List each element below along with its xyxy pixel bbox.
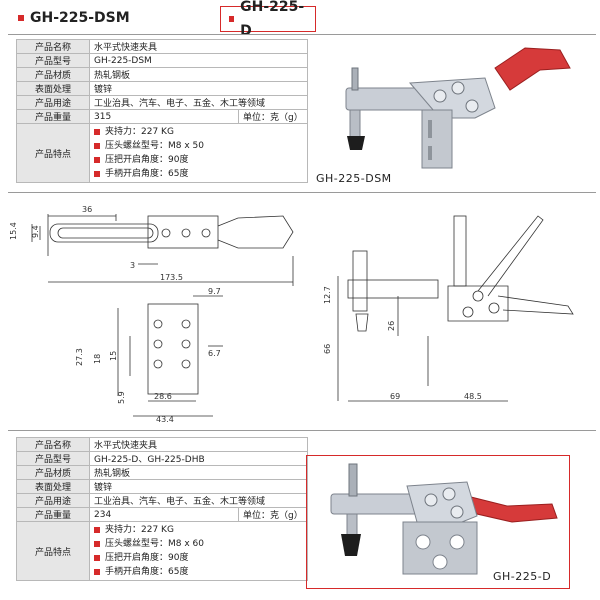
photo-caption: GH-225-D: [493, 570, 552, 583]
clamp-illustration-d: [330, 463, 558, 575]
dim-36: 36: [82, 205, 92, 214]
divider: [8, 34, 596, 35]
bullet-icon: [94, 156, 100, 163]
bullet-icon: [229, 16, 235, 22]
dim-27-3: 27.3: [75, 348, 84, 366]
row-value: 工业治具、汽车、电子、五金、木工等领域: [89, 95, 308, 110]
weight-value: 315: [89, 109, 239, 124]
bullet-icon: [94, 128, 100, 135]
tab-label: GH-225-D: [240, 0, 305, 39]
features-label: 产品特点: [16, 521, 90, 581]
row-label: 产品型号: [16, 451, 90, 466]
product-photo-dsm: GH-225-DSM: [310, 38, 590, 188]
feature-item: 压头螺丝型号：M8 x 60: [94, 537, 303, 551]
row-value: 热轧钢板: [89, 465, 308, 480]
dim-9-4: 9.4: [31, 225, 40, 238]
dim-9-7: 9.7: [208, 287, 221, 296]
weight-label: 产品重量: [16, 109, 90, 124]
feature-item: 压把开启角度：90度: [94, 153, 303, 167]
row-label: 产品名称: [16, 437, 90, 452]
dim-48-5: 48.5: [464, 392, 482, 401]
dim-5-9: 5.9: [117, 391, 126, 404]
dim-43-4: 43.4: [156, 415, 174, 424]
features-list: 夹持力：227 KG 压头螺丝型号：M8 x 50 压把开启角度：90度 手柄开…: [89, 123, 308, 183]
weight-value: 234: [89, 507, 239, 522]
dim-173-5: 173.5: [160, 273, 183, 282]
photo-caption: GH-225-DSM: [316, 172, 392, 185]
feature-item: 手柄开启角度：65度: [94, 167, 303, 181]
dim-28-6: 28.6: [154, 392, 172, 401]
features-list: 夹持力：227 KG 压头螺丝型号：M8 x 60 压把开启角度：90度 手柄开…: [89, 521, 308, 581]
divider: [8, 430, 596, 431]
row-label: 产品材质: [16, 67, 90, 82]
row-value: 镀锌: [89, 81, 308, 96]
row-value: 镀锌: [89, 479, 308, 494]
product-photo-d: GH-225-D: [306, 455, 570, 589]
row-label: 产品材质: [16, 465, 90, 480]
weight-label: 产品重量: [16, 507, 90, 522]
feature-item: 夹持力：227 KG: [94, 523, 303, 537]
row-label: 表面处理: [16, 479, 90, 494]
row-value: GH-225-DSM: [89, 53, 308, 68]
dim-66: 66: [323, 344, 332, 354]
dim-12-7: 12.7: [323, 286, 332, 304]
tab-gh-225-d[interactable]: GH-225-D: [220, 0, 316, 39]
weight-unit: 单位：克（g）: [238, 109, 308, 124]
feature-item: 压把开启角度：90度: [94, 551, 303, 565]
dim-15-4: 15.4: [9, 222, 18, 240]
tab-label: GH-225-DSM: [30, 10, 130, 26]
bullet-icon: [94, 526, 100, 533]
dim-18: 18: [93, 354, 102, 364]
row-value: 工业治具、汽车、电子、五金、木工等领域: [89, 493, 308, 508]
tab-gh-225-dsm[interactable]: GH-225-DSM: [18, 6, 130, 30]
weight-unit: 单位：克（g）: [238, 507, 308, 522]
row-label: 产品型号: [16, 53, 90, 68]
bullet-icon: [18, 15, 24, 21]
clamp-illustration-dsm: [345, 47, 571, 169]
dim-69: 69: [390, 392, 400, 401]
bullet-icon: [94, 554, 100, 561]
bullet-icon: [94, 170, 100, 177]
bullet-icon: [94, 142, 100, 149]
feature-item: 手柄开启角度：65度: [94, 565, 303, 579]
dim-6-7: 6.7: [208, 349, 221, 358]
row-value: 水平式快速夹具: [89, 39, 308, 54]
dim-26: 26: [387, 321, 396, 331]
feature-item: 夹持力：227 KG: [94, 125, 303, 139]
divider: [8, 192, 596, 193]
row-value: 热轧钢板: [89, 67, 308, 82]
dim-15: 15: [109, 351, 118, 361]
dim-3: 3: [130, 261, 135, 270]
row-label: 产品名称: [16, 39, 90, 54]
row-value: GH-225-D、GH-225-DHB: [89, 451, 308, 466]
row-value: 水平式快速夹具: [89, 437, 308, 452]
row-label: 表面处理: [16, 81, 90, 96]
feature-item: 压头螺丝型号：M8 x 50: [94, 139, 303, 153]
bullet-icon: [94, 540, 100, 547]
bullet-icon: [94, 568, 100, 575]
row-label: 产品用途: [16, 95, 90, 110]
row-label: 产品用途: [16, 493, 90, 508]
features-label: 产品特点: [16, 123, 90, 183]
technical-drawing: 36 15.4 9.4 3 173.5 9.7 27.3 18 15 6.7 5…: [9, 205, 574, 424]
